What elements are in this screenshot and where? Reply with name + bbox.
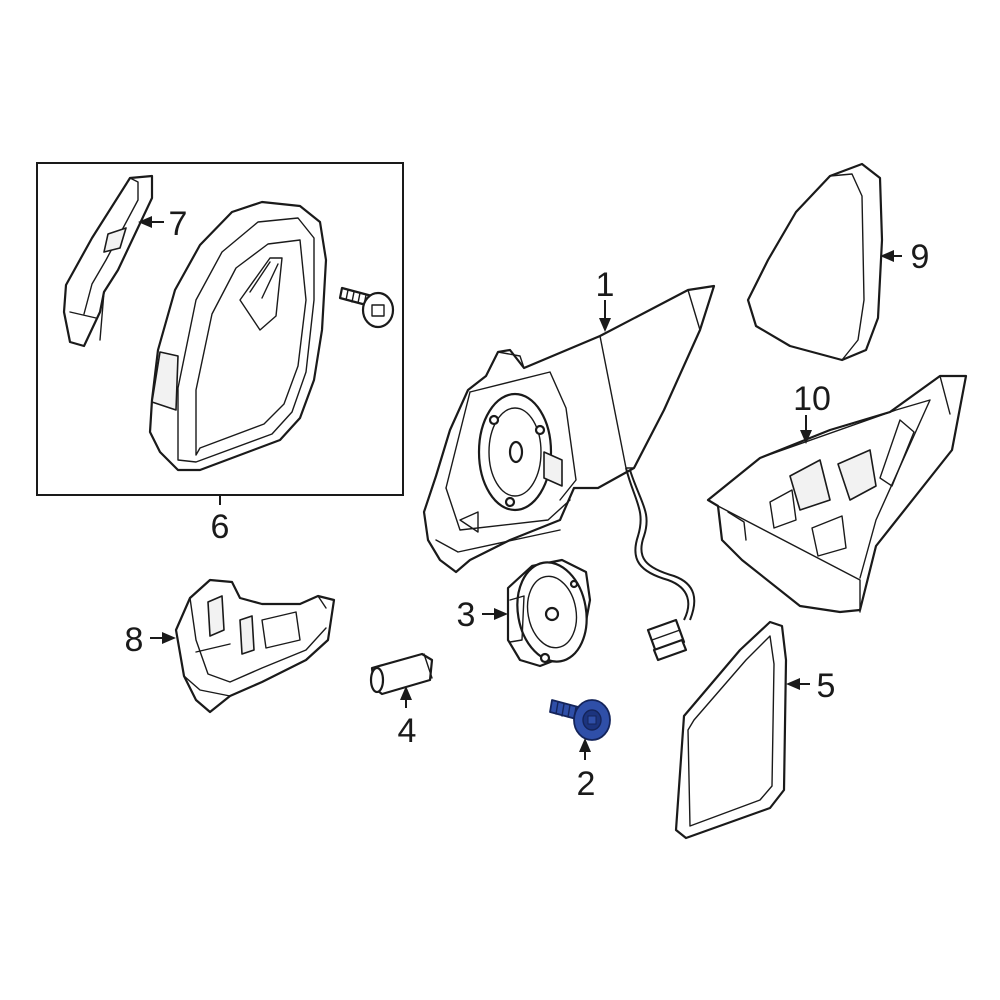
callout-5: 5 [817, 667, 836, 705]
part-8-lower-housing[interactable] [174, 578, 336, 714]
callout-1: 1 [596, 266, 615, 304]
callout-8: 8 [125, 621, 144, 659]
arrow-7 [138, 216, 152, 228]
part-1-mirror-base-assembly[interactable] [422, 284, 716, 574]
arrow-5 [786, 678, 800, 690]
part-3-mirror-motor[interactable] [506, 557, 594, 668]
callout-2: 2 [577, 765, 596, 803]
part-9-mirror-cap[interactable] [746, 162, 884, 362]
arrow-3 [494, 608, 508, 620]
arrow-4 [400, 686, 412, 700]
arrow-2 [579, 738, 591, 752]
part-1-wiring-harness[interactable] [625, 467, 696, 662]
part-4-bulb[interactable] [369, 652, 434, 696]
arrow-8 [162, 632, 176, 644]
part-6-mirror-housing-frame[interactable] [148, 200, 328, 472]
callout-9: 9 [911, 238, 930, 276]
callout-10: 10 [793, 380, 831, 418]
part-5-mirror-glass[interactable] [674, 620, 788, 840]
part-2-screw-highlighted[interactable] [549, 699, 611, 741]
callout-3: 3 [457, 596, 476, 634]
arrow-1 [599, 318, 611, 332]
part-7-turn-signal-lens[interactable] [62, 174, 154, 348]
kit-screw[interactable] [338, 286, 395, 329]
callout-6: 6 [211, 508, 230, 546]
arrow-9 [880, 250, 894, 262]
callout-7: 7 [169, 205, 188, 243]
arrow-10 [800, 430, 812, 444]
callout-4: 4 [398, 712, 417, 750]
part-10-inner-housing[interactable] [706, 374, 968, 614]
